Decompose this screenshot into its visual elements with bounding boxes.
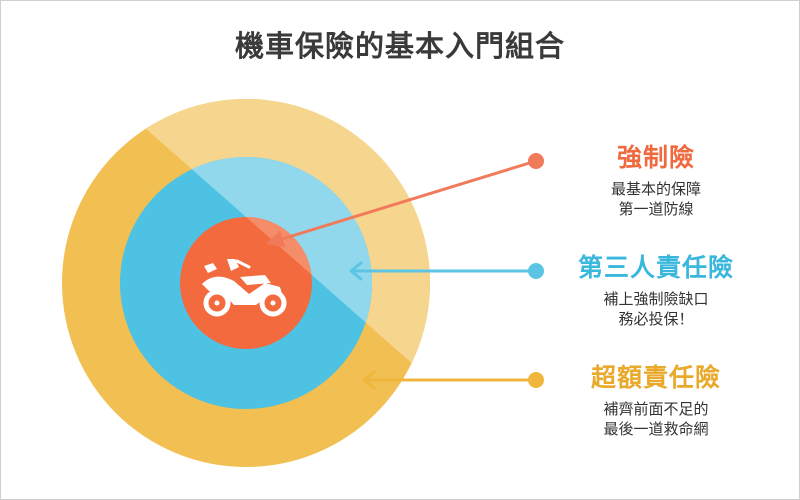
label-excess: 超額責任險 補齊前面不足的 最後一道救命網 xyxy=(546,363,766,439)
label-excess-desc-line2: 最後一道救命網 xyxy=(603,420,709,438)
label-compulsory-desc-line1: 最基本的保障 xyxy=(610,180,701,198)
label-excess-desc-line1: 補齊前面不足的 xyxy=(603,400,709,418)
arrow-third-party xyxy=(349,261,544,281)
label-third-party: 第三人責任險 補上強制險缺口 務必投保！ xyxy=(546,253,766,329)
label-third-party-desc: 補上強制險缺口 務必投保！ xyxy=(546,289,766,329)
label-excess-title: 超額責任險 xyxy=(590,363,721,392)
label-third-party-title: 第三人責任險 xyxy=(577,253,734,282)
label-third-party-desc-line2: 務必投保！ xyxy=(618,310,694,328)
label-compulsory-desc-line2: 第一道防線 xyxy=(618,200,694,218)
label-compulsory-desc: 最基本的保障 第一道防線 xyxy=(546,179,766,219)
arrow-compulsory xyxy=(265,153,544,248)
label-third-party-desc-line1: 補上強制險缺口 xyxy=(603,290,709,308)
label-compulsory-title: 強制險 xyxy=(616,143,695,172)
label-excess-desc: 補齊前面不足的 最後一道救命網 xyxy=(546,399,766,439)
label-compulsory: 強制險 最基本的保障 第一道防線 xyxy=(546,143,766,219)
page-title: 機車保險的基本入門組合 xyxy=(234,29,565,63)
arrow-excess xyxy=(362,370,544,390)
motorcycle-icon xyxy=(202,259,287,317)
